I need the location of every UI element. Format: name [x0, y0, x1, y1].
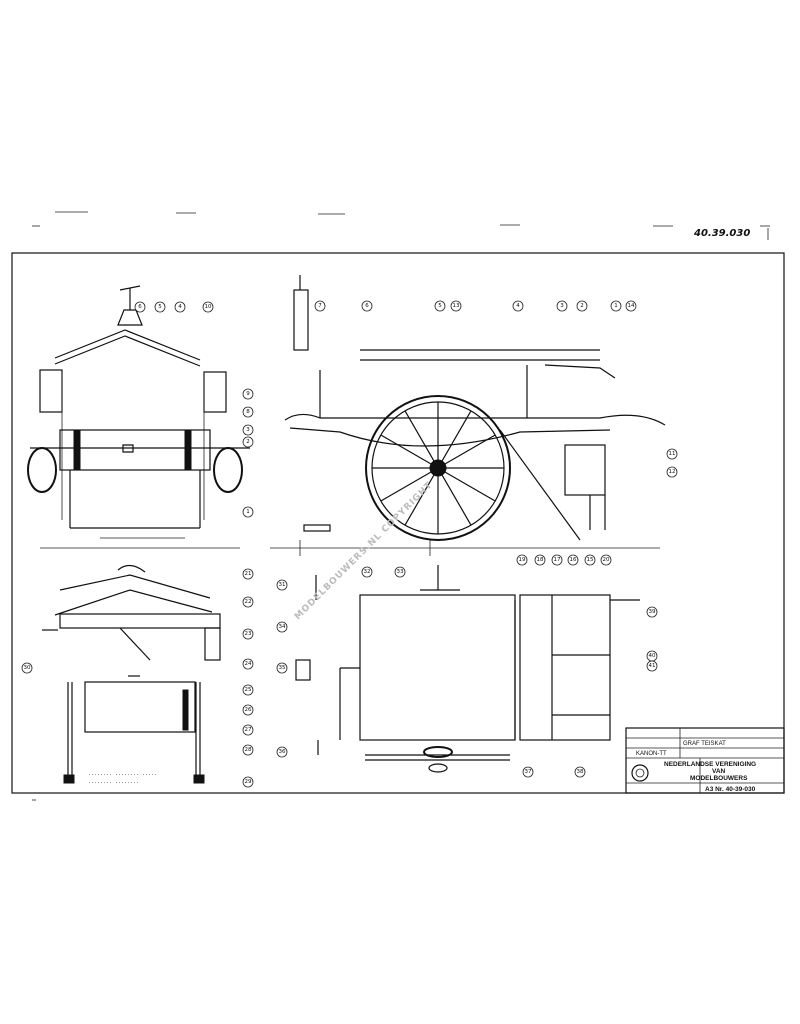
- svg-text:2: 2: [580, 303, 584, 309]
- svg-text:31: 31: [279, 582, 286, 588]
- svg-text:11: 11: [669, 451, 676, 457]
- wheel-spoke: [404, 474, 435, 526]
- balloons-section-view: 21 22 23 24 25 26 27 28 29 30: [21, 568, 254, 788]
- plan-view: [295, 565, 640, 773]
- drawing-border: [11, 252, 785, 794]
- svg-text:32: 32: [364, 569, 371, 575]
- svg-text:17: 17: [554, 557, 561, 563]
- svg-text:36: 36: [279, 749, 286, 755]
- title-org-line2: VAN: [712, 768, 726, 775]
- svg-text:14: 14: [628, 303, 635, 309]
- svg-text:27: 27: [245, 727, 252, 733]
- svg-text:9: 9: [246, 391, 250, 397]
- svg-text:23: 23: [245, 631, 252, 637]
- title-org-line3: MODELBOUWERS: [690, 775, 748, 782]
- svg-text:25: 25: [245, 687, 252, 693]
- svg-text:5: 5: [438, 303, 442, 309]
- front-view-cannon: [27, 285, 250, 549]
- svg-text:38: 38: [577, 769, 584, 775]
- svg-text:41: 41: [649, 663, 656, 669]
- svg-text:7: 7: [318, 303, 322, 309]
- svg-text:16: 16: [570, 557, 577, 563]
- top-margin-marks: [32, 211, 770, 240]
- svg-text:21: 21: [245, 571, 252, 577]
- wheel-spoke: [380, 471, 432, 502]
- balloons-front-view: 6 5 4 10 9 8 3 2 1: [134, 301, 254, 518]
- svg-text:5: 5: [158, 304, 162, 310]
- wheel-spoke: [441, 410, 472, 462]
- svg-text:20: 20: [603, 557, 610, 563]
- title-sheet-no: A3 Nr. 40-39-030: [705, 786, 756, 793]
- svg-text:26: 26: [245, 707, 252, 713]
- svg-text:4: 4: [178, 304, 182, 310]
- section-view: [42, 564, 221, 784]
- svg-text:15: 15: [587, 557, 594, 563]
- svg-text:12: 12: [669, 469, 676, 475]
- drawing-number: 40.39.030: [693, 228, 750, 239]
- wheel-spoke: [380, 434, 432, 465]
- svg-text:6: 6: [138, 304, 142, 310]
- balloons-plan-view: 31 32 33 34 35 36 37 38 39 40 41: [276, 566, 658, 778]
- svg-text:13: 13: [453, 303, 460, 309]
- wheel-spoke: [404, 410, 435, 462]
- svg-text:3: 3: [560, 303, 564, 309]
- svg-text:37: 37: [525, 769, 532, 775]
- svg-text:29: 29: [245, 779, 252, 785]
- svg-text:35: 35: [279, 665, 286, 671]
- svg-text:3: 3: [246, 427, 250, 433]
- svg-text:10: 10: [205, 304, 212, 310]
- svg-text:40: 40: [649, 653, 656, 659]
- svg-text:19: 19: [519, 557, 526, 563]
- svg-text:33: 33: [397, 569, 404, 575]
- title-subtitle: GRAF TEISKAT: [683, 741, 726, 747]
- note-line-2: ........ ........: [88, 779, 139, 785]
- svg-text:34: 34: [279, 624, 286, 630]
- svg-text:18: 18: [537, 557, 544, 563]
- balloons-side-view: 7 6 5 13 4 3 2 1 14 11 12 19 18 17 16 15…: [314, 300, 678, 566]
- side-view-cannon: [270, 275, 666, 556]
- svg-text:39: 39: [649, 609, 656, 615]
- svg-text:4: 4: [516, 303, 520, 309]
- svg-text:28: 28: [245, 747, 252, 753]
- watermark: MODELBOUWERS.NL COPYRIGHT: [293, 480, 435, 622]
- wheel-spoke: [441, 474, 472, 526]
- svg-text:1: 1: [246, 509, 250, 515]
- title-block: GRAF TEISKAT KANON-TT NEDERLANDSE VERENI…: [625, 727, 785, 794]
- wheel-spoke: [444, 471, 496, 502]
- title-org-line1: NEDERLANDSE VERENIGING: [664, 761, 756, 768]
- svg-text:30: 30: [24, 665, 31, 671]
- note-line-1: ........ ........ .....: [88, 771, 157, 777]
- svg-text:6: 6: [365, 303, 369, 309]
- svg-text:1: 1: [614, 303, 618, 309]
- title-name: KANON-TT: [636, 751, 667, 757]
- svg-text:2: 2: [246, 439, 250, 445]
- svg-text:24: 24: [245, 661, 252, 667]
- svg-text:22: 22: [245, 599, 252, 605]
- svg-text:8: 8: [246, 409, 250, 415]
